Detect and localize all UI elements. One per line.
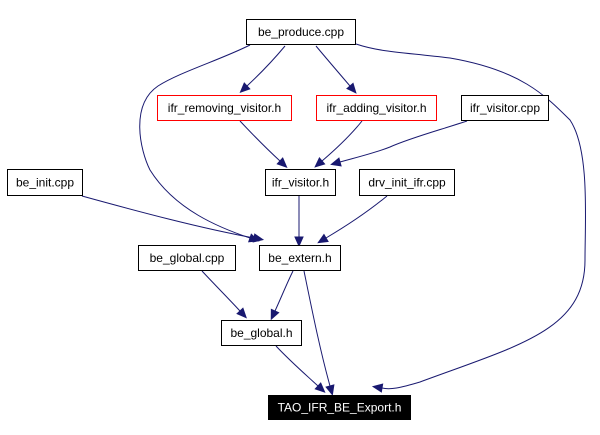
edge-be_extern_h-to-tao_ifr_be_export_h (303, 270, 335, 396)
node-be-extern-h[interactable]: be_extern.h (259, 245, 341, 271)
edge-line (325, 195, 388, 239)
arrowhead-icon (252, 233, 265, 243)
node-drv-init-ifr-cpp[interactable]: drv_init_ifr.cpp (359, 169, 455, 196)
arrowhead-icon (346, 82, 357, 94)
node-box[interactable] (359, 169, 455, 196)
node-be-init-cpp[interactable]: be_init.cpp (7, 169, 83, 196)
edge-ifr_removing_visitor_h-to-ifr_visitor_h (239, 120, 288, 168)
node-box[interactable] (461, 95, 549, 121)
edge-ifr_visitor_h-to-be_extern_h (294, 196, 304, 248)
edge-line (81, 195, 255, 239)
node-box[interactable] (259, 245, 341, 271)
arrowhead-icon (314, 382, 326, 393)
arrowhead-icon (325, 384, 335, 396)
node-label: be_global.h (230, 326, 292, 340)
node-box[interactable] (246, 19, 356, 45)
edge-line (315, 45, 351, 87)
edge-ifr_adding_visitor_h-to-ifr_visitor_h (314, 120, 363, 168)
arrowhead-icon (236, 307, 247, 319)
edge-be_init_cpp-to-be_extern_h (81, 195, 265, 243)
node-label: ifr_visitor.h (272, 176, 329, 190)
edge-drv_init_ifr_cpp-to-be_extern_h (317, 195, 388, 244)
node-label: TAO_IFR_BE_Export.h (278, 401, 402, 415)
edge-be_produce_cpp-to-ifr_adding_visitor_h (315, 45, 357, 94)
edge-line (303, 270, 331, 387)
arrowhead-icon (330, 157, 342, 167)
edge-line (339, 120, 468, 163)
edge-line (139, 44, 251, 239)
edge-line (355, 43, 587, 390)
edges-layer (81, 43, 587, 396)
edge-line (275, 345, 319, 387)
node-label: ifr_adding_visitor.h (326, 101, 426, 115)
node-ifr-adding-visitor-h[interactable]: ifr_adding_visitor.h (316, 95, 437, 121)
node-box[interactable] (268, 395, 411, 420)
edge-be_produce_cpp-to-be_extern_h (139, 44, 260, 243)
node-box[interactable] (221, 320, 302, 346)
edge-line (274, 270, 294, 312)
edge-be_global_cpp-to-be_global_h (201, 270, 247, 319)
node-label: ifr_removing_visitor.h (168, 101, 281, 115)
nodes-layer: be_produce.cpp ifr_removing_visitor.h ifr_… (7, 19, 549, 420)
edge-be_produce_cpp-to-tao_ifr_be_export_h (355, 43, 587, 393)
edge-be_extern_h-to-be_global_h (270, 270, 294, 321)
node-ifr-visitor-cpp[interactable]: ifr_visitor.cpp (461, 95, 549, 121)
node-be-global-cpp[interactable]: be_global.cpp (138, 245, 236, 271)
node-box[interactable] (7, 169, 83, 196)
edge-be_produce_cpp-to-ifr_removing_visitor_h (239, 45, 286, 94)
node-ifr-visitor-h[interactable]: ifr_visitor.h (265, 169, 336, 196)
node-label: be_extern.h (268, 251, 331, 265)
node-box[interactable] (157, 95, 292, 121)
edge-line (246, 45, 286, 87)
arrowhead-icon (371, 383, 384, 393)
node-label: be_produce.cpp (258, 25, 344, 39)
node-box[interactable] (316, 95, 437, 121)
node-box[interactable] (138, 245, 236, 271)
arrowhead-icon (270, 308, 280, 321)
edge-ifr_visitor_cpp-to-ifr_visitor_h (330, 120, 468, 167)
arrowhead-icon (294, 236, 304, 248)
node-box[interactable] (265, 169, 336, 196)
arrowhead-icon (239, 82, 251, 94)
node-be-global-h[interactable]: be_global.h (221, 320, 302, 346)
arrowhead-icon (276, 157, 288, 168)
node-be-produce-cpp[interactable]: be_produce.cpp (246, 19, 356, 45)
node-label: be_global.cpp (150, 251, 225, 265)
edge-be_global_h-to-tao_ifr_be_export_h (275, 345, 326, 393)
arrowhead-icon (317, 233, 329, 244)
node-label: be_init.cpp (16, 176, 74, 190)
edge-line (201, 270, 241, 312)
edge-line (321, 120, 363, 162)
node-ifr-removing-visitor-h[interactable]: ifr_removing_visitor.h (157, 95, 292, 121)
node-label: ifr_visitor.cpp (470, 101, 540, 115)
edge-line (239, 120, 281, 162)
node-label: drv_init_ifr.cpp (368, 176, 446, 190)
node-tao-ifr-be-export-h[interactable]: TAO_IFR_BE_Export.h (268, 395, 411, 420)
arrowhead-icon (314, 157, 326, 168)
